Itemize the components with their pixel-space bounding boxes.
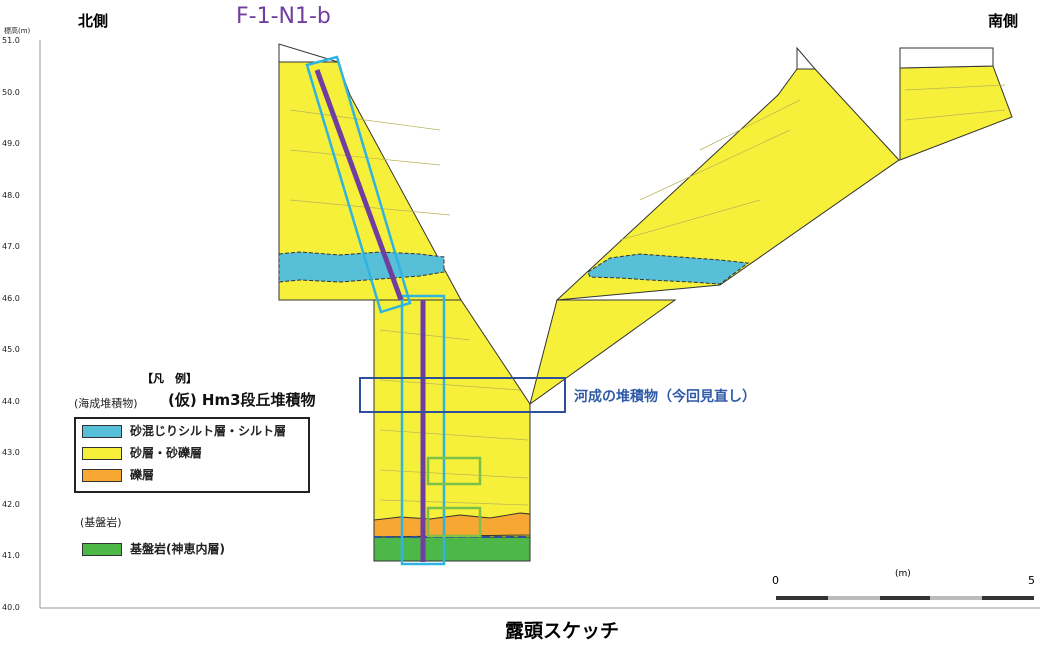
legend-swatch-silt (82, 425, 122, 438)
y-tick-label: 44.0 (2, 397, 20, 406)
legend-item-silt: 砂混じりシルト層・シルト層 (130, 424, 287, 438)
sand-layer-center (373, 299, 531, 541)
y-tick-label: 48.0 (2, 191, 20, 200)
scale-end-label: 5 (1028, 574, 1035, 587)
legend-swatch-bedrock (82, 543, 122, 556)
legend-marine-unit: (仮) Hm3段丘堆積物 (168, 391, 316, 409)
bedding-lines (289, 84, 1006, 506)
y-tick-label: 51.0 (2, 36, 20, 45)
silt-layer-right (587, 253, 750, 285)
sample-frame-inclined (305, 55, 412, 314)
y-tick-label: 47.0 (2, 242, 20, 251)
sampling-line-inclined (314, 69, 404, 301)
y-tick-label: 45.0 (2, 345, 20, 354)
y-tick-label: 42.0 (2, 500, 20, 509)
y-axis-title: 標高(m) (4, 27, 31, 35)
legend-item-bedrock: 基盤岩(神恵内層) (130, 542, 225, 556)
y-tick-label: 46.0 (2, 294, 20, 303)
cap-rect-far-right (899, 47, 994, 69)
sand-layer-right-slope (529, 299, 677, 406)
section-id-label: F-1-N1-b (236, 4, 331, 29)
legend-box (74, 417, 310, 493)
fluvial-annotation: 河成の堆積物（今回見直し） (574, 389, 756, 405)
fluvial-deposit-frame (359, 377, 566, 413)
cap-triangle-left (278, 43, 339, 63)
sample-frame-vertical (400, 294, 446, 566)
scale-unit-label: (m) (895, 569, 911, 579)
caption: 露頭スケッチ (505, 620, 620, 642)
legend-item-gravel: 礫層 (130, 468, 155, 482)
y-tick-label: 49.0 (2, 139, 20, 148)
cap-triangle-right (796, 46, 817, 70)
north-side-label: 北側 (78, 12, 109, 30)
sand-layer-far-right (899, 65, 1013, 161)
y-tick-label: 43.0 (2, 448, 20, 457)
scale-start-label: 0 (772, 574, 779, 587)
legend-swatch-sand (82, 447, 122, 460)
bedrock-layer (373, 536, 531, 562)
scale-bar (776, 596, 1034, 600)
legend-title: 【凡 例】 (142, 372, 197, 385)
y-tick-label: 40.0 (2, 603, 20, 612)
green-sample-frame-lower (426, 506, 482, 538)
y-tick-label: 41.0 (2, 551, 20, 560)
legend-marine-group: (海成堆積物) (74, 397, 138, 410)
y-tick-label: 50.0 (2, 88, 20, 97)
legend-swatch-gravel (82, 469, 122, 482)
south-side-label: 南側 (988, 12, 1019, 30)
legend-item-sand: 砂層・砂礫層 (130, 446, 203, 460)
legend-bedrock-group: (基盤岩) (80, 516, 122, 529)
green-sample-frame-upper (426, 456, 482, 486)
